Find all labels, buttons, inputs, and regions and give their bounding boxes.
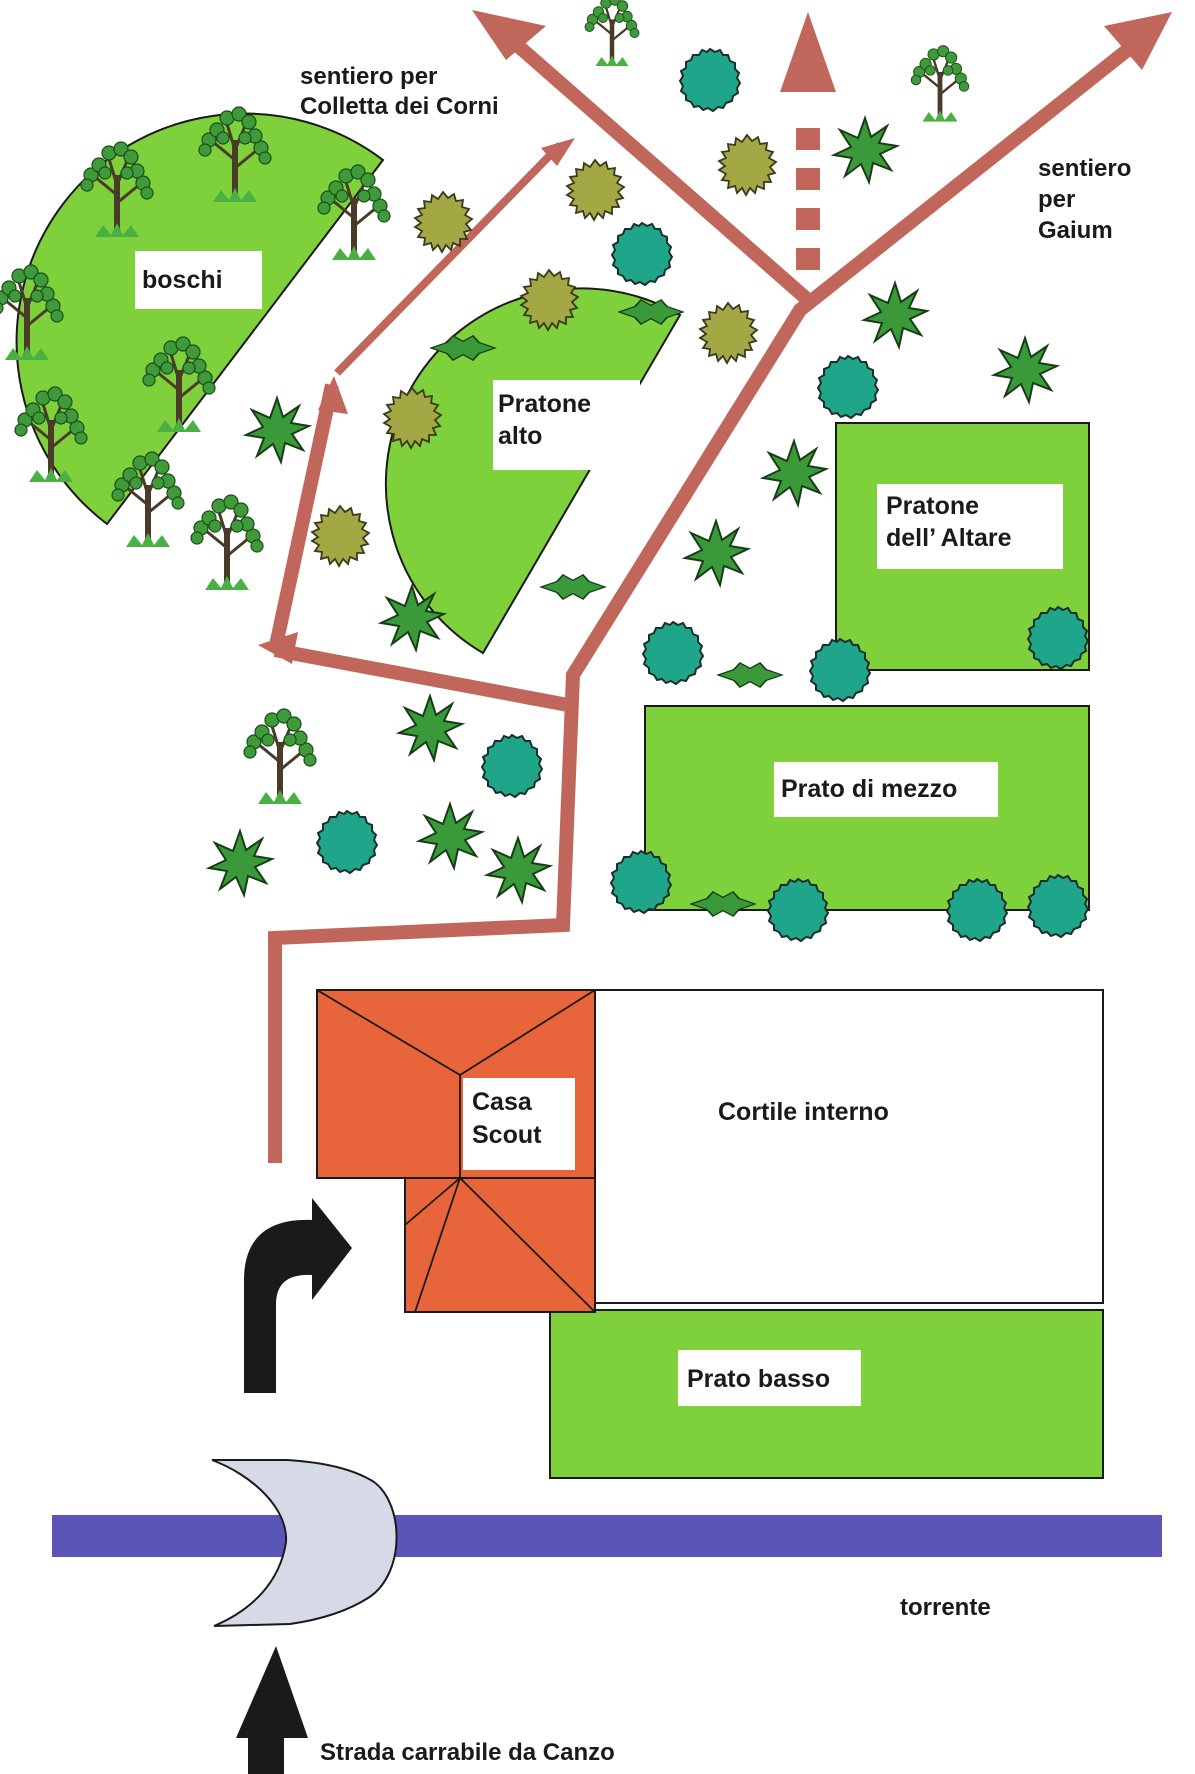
scout-house-label-line1: Casa bbox=[472, 1088, 533, 1116]
star-bush-icon bbox=[863, 282, 928, 348]
trail-corni-label-line1: sentiero per bbox=[300, 63, 437, 90]
star-bush-icon bbox=[540, 573, 606, 601]
round-bush-icon bbox=[817, 355, 879, 419]
bridge bbox=[211, 1459, 398, 1627]
star-bush-icon bbox=[208, 830, 273, 896]
middle-meadow-label-box bbox=[774, 762, 998, 817]
tree-icon bbox=[583, 0, 641, 68]
round-bush-icon bbox=[679, 48, 741, 112]
star-bush-icon bbox=[245, 397, 310, 463]
inner-courtyard bbox=[594, 989, 1104, 1304]
trail-gaium-label-line2: per bbox=[1038, 186, 1075, 213]
woods-label: boschi bbox=[142, 266, 223, 294]
star-bush-icon bbox=[833, 117, 898, 183]
river bbox=[52, 1515, 1162, 1557]
round-bush-icon bbox=[642, 621, 704, 685]
upper-meadow-label-box bbox=[493, 380, 640, 470]
star-bush-icon bbox=[762, 440, 827, 506]
star-bush-icon bbox=[398, 695, 463, 761]
star-bush-icon bbox=[418, 803, 483, 869]
trail-gaium-label-line3: Gaium bbox=[1038, 217, 1113, 244]
tree-icon bbox=[242, 707, 318, 806]
round-bush-icon bbox=[481, 734, 543, 798]
trail-network bbox=[268, 24, 1145, 1163]
olive-bush-icon bbox=[311, 505, 370, 567]
olive-bush-icon bbox=[566, 159, 625, 221]
tree-icon bbox=[910, 44, 970, 123]
trail-arrowheads bbox=[258, 10, 1172, 664]
star-bush-icon bbox=[717, 661, 783, 689]
altar-meadow-label-box bbox=[877, 484, 1063, 569]
road-label: Strada carrabile da Canzo bbox=[320, 1739, 615, 1766]
woods-label-box bbox=[135, 251, 262, 309]
courtyard-label: Cortile interno bbox=[718, 1098, 889, 1126]
star-bush-icon bbox=[486, 837, 551, 903]
middle-meadow-label: Prato di mezzo bbox=[781, 775, 957, 803]
upper-meadow-label-line2: alto bbox=[498, 422, 542, 450]
scout-house-label-line2: Scout bbox=[472, 1121, 542, 1149]
round-bush-icon bbox=[316, 810, 378, 874]
trail-branch bbox=[334, 142, 563, 376]
scout-house-label-box bbox=[463, 1078, 575, 1170]
river-label: torrente bbox=[900, 1594, 991, 1621]
olive-bush-icon bbox=[699, 302, 758, 364]
star-bush-icon bbox=[993, 337, 1058, 403]
tree-icon bbox=[189, 493, 265, 592]
lower-meadow-label-box bbox=[678, 1350, 861, 1406]
round-bush-icon bbox=[611, 222, 673, 286]
woods-area bbox=[15, 112, 385, 526]
trail-gaium-label-line1: sentiero bbox=[1038, 155, 1131, 182]
olive-bush-icon bbox=[718, 134, 777, 196]
star-bush-icon bbox=[684, 520, 749, 586]
trail-corni-label-line2: Colletta dei Corni bbox=[300, 93, 499, 120]
turn-arrow-icon bbox=[244, 1198, 352, 1393]
altar-meadow-label-line2: dell’ Altare bbox=[886, 524, 1012, 552]
upper-meadow-label-line1: Pratone bbox=[498, 390, 591, 418]
lower-meadow-label: Prato basso bbox=[687, 1365, 830, 1393]
altar-meadow-label-line1: Pratone bbox=[886, 492, 979, 520]
up-arrow-icon bbox=[236, 1646, 308, 1774]
